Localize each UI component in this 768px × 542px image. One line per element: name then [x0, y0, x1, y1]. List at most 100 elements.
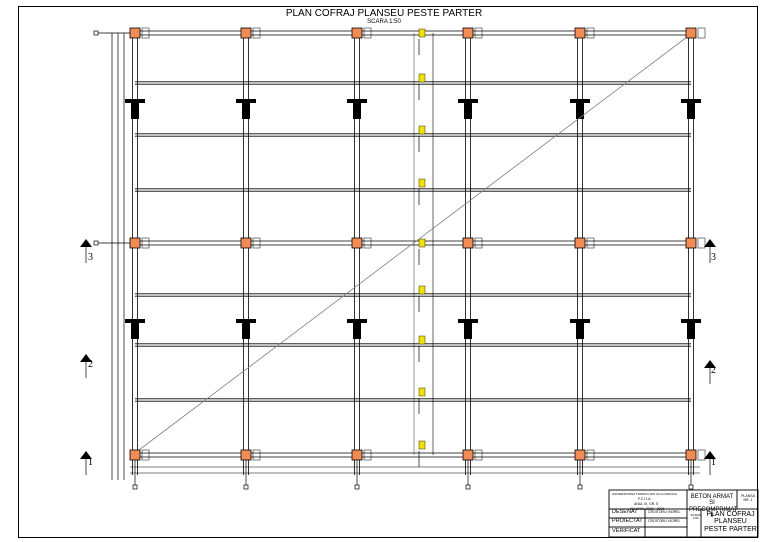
section-markers	[80, 239, 716, 475]
columns	[129, 27, 706, 461]
tb-project-label: BETON ARMAT SI PRECOMPRIMAT II	[689, 494, 738, 519]
column	[240, 27, 252, 39]
section-arrow	[80, 354, 92, 362]
tb-role-verificat: VERIFICAT	[612, 528, 641, 534]
column-rebar	[474, 27, 483, 39]
section-arrow	[80, 239, 92, 247]
marker-2-right: 2	[711, 365, 716, 376]
drawing-title: PLAN COFRAJ PLANSEU PESTE PARTER	[285, 8, 483, 19]
beam-cap	[458, 319, 478, 323]
column-rebar	[697, 237, 706, 249]
foundation-marker	[465, 484, 471, 490]
drawing-scale: SCARA 1:50	[367, 19, 401, 25]
beam-drop	[464, 103, 472, 119]
beams	[125, 30, 701, 490]
beam-drop	[353, 103, 361, 119]
column-rebar	[586, 27, 595, 39]
foundation-marker	[354, 484, 360, 490]
beam-cap	[236, 99, 256, 103]
title-block	[608, 489, 759, 538]
column-rebar	[252, 237, 261, 249]
section-arrow	[80, 451, 92, 459]
beam-drop	[242, 323, 250, 339]
marker-3-right: 3	[711, 252, 716, 263]
column-rebar	[586, 237, 595, 249]
accent-marker	[418, 178, 426, 188]
column-rebar	[363, 27, 372, 39]
axis-bubble	[93, 30, 99, 36]
accent-marker	[418, 125, 426, 135]
diagonal-line	[134, 36, 688, 454]
accent-marker	[418, 335, 426, 345]
tb-scale-small: SCARA 1:50	[690, 513, 701, 521]
accent-marker	[418, 285, 426, 295]
column	[129, 237, 141, 249]
tb-name-cell	[700, 508, 759, 538]
beam-cap	[681, 319, 701, 323]
column	[574, 237, 586, 249]
column-rebar	[363, 449, 372, 461]
column-rebar	[141, 237, 150, 249]
column-rebar	[474, 449, 483, 461]
column	[240, 237, 252, 249]
accent-marker	[418, 387, 426, 397]
section-arrow	[704, 451, 716, 459]
section-arrow	[704, 360, 716, 368]
marker-3-left: 3	[88, 252, 93, 263]
grid-lines	[93, 30, 130, 480]
beam-cap	[570, 319, 590, 323]
slab-openings	[134, 28, 688, 467]
column	[685, 27, 697, 39]
tb-role-desenat: DESENAT	[612, 509, 638, 515]
foundation-marker	[688, 484, 694, 490]
foundation-marker	[132, 484, 138, 490]
beam-drop	[687, 103, 695, 119]
column	[129, 449, 141, 461]
accent-marker	[418, 28, 426, 38]
beam-cap	[347, 99, 367, 103]
column-rebar	[141, 449, 150, 461]
column	[129, 27, 141, 39]
beam-cap	[570, 99, 590, 103]
foundation-marker	[243, 484, 249, 490]
beam-cap	[236, 319, 256, 323]
tb-school-3: ANUL III, GR. 5	[634, 502, 659, 506]
column	[240, 449, 252, 461]
beam-cap	[125, 319, 145, 323]
beam-drop	[353, 323, 361, 339]
column	[351, 237, 363, 249]
column-rebar	[252, 27, 261, 39]
beam-drop	[576, 323, 584, 339]
tb-row	[644, 526, 688, 538]
marker-1-right: 1	[711, 457, 716, 468]
marker-2-left: 2	[88, 359, 93, 370]
tb-role-proiectat: PROIECTAT	[612, 518, 643, 524]
drawing-border	[18, 6, 758, 538]
beam-cap	[681, 99, 701, 103]
accent-marker	[418, 440, 426, 450]
beam-drop	[242, 103, 250, 119]
column	[462, 27, 474, 39]
column	[351, 27, 363, 39]
beam-drop	[131, 103, 139, 119]
beam-cap	[125, 99, 145, 103]
beam-cap	[458, 99, 478, 103]
accent-marker	[418, 73, 426, 83]
column	[462, 237, 474, 249]
foundation-marker	[577, 484, 583, 490]
column	[574, 449, 586, 461]
accent-marker	[418, 238, 426, 248]
section-arrow	[704, 239, 716, 247]
beam-drop	[131, 323, 139, 339]
tb-school-4: AN UNIV. 2023 - 2024	[630, 507, 665, 511]
tb-name-desenat: CROITORU VIOREL	[648, 510, 681, 514]
tb-school-1: UNIVERSITATEA TEHNICA DIN CLUJ-NAPOCA	[612, 492, 678, 496]
column	[462, 449, 474, 461]
beam-drop	[576, 103, 584, 119]
tb-sheet-label: PLANSA NR. 1	[741, 494, 755, 502]
beam-drop	[464, 323, 472, 339]
column	[685, 449, 697, 461]
column	[574, 27, 586, 39]
column-rebar	[697, 449, 706, 461]
column-rebar	[252, 449, 261, 461]
